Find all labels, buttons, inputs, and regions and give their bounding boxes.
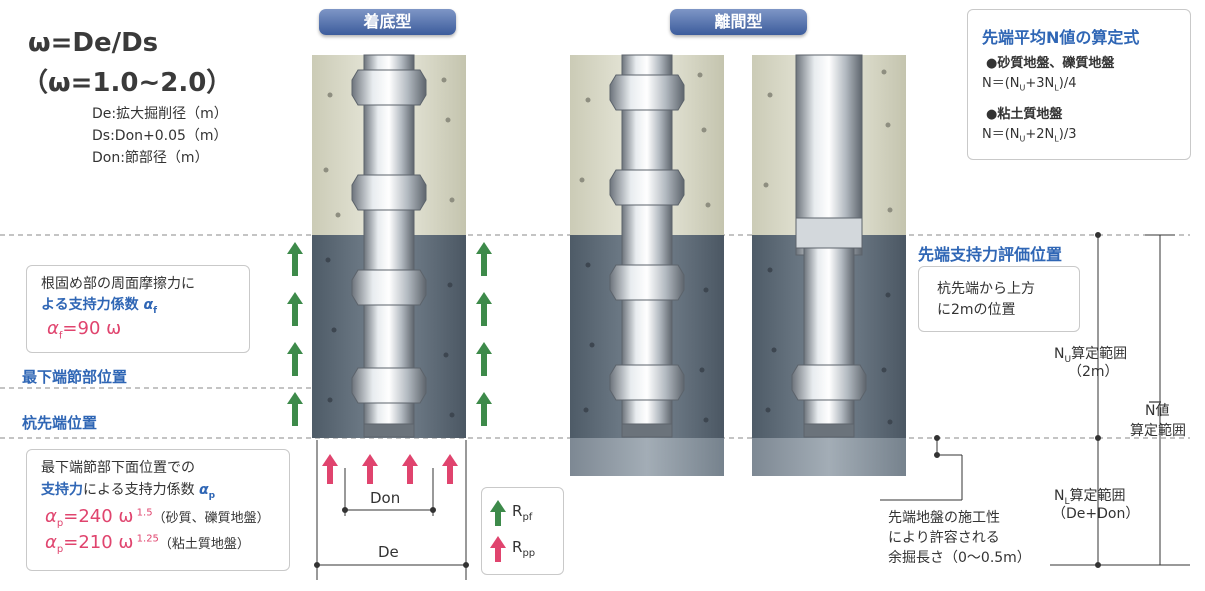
type-gap-label: 離間型 [670,9,807,35]
friction-formula-sub: f [58,330,63,342]
column-bottom-type [312,54,466,438]
dimension-lines [314,440,469,580]
range-lines [1050,232,1190,568]
overdig-line3: 余掘長さ（0〜0.5m） [888,550,1031,566]
nu-range-label: NU算定範囲 [1054,343,1127,365]
legend-rpf: Rpf [512,502,532,523]
column-gap-type-right [752,54,906,476]
de-label: De [378,543,399,561]
type-bottom-label: 着底型 [319,9,456,35]
overdig-line1: 先端地盤の施工性 [888,510,1000,526]
f2-alpha: α [45,532,57,553]
clay-u: U [1019,134,1026,144]
sand-label: ●砂質地盤、礫質地盤 [986,56,1115,71]
legend-green-arrow-icon [490,500,506,526]
f1-sub: p [56,518,64,530]
legend-rpf-r: R [512,502,523,520]
sand-formula: N＝(NU+3NL)/4 [982,74,1076,99]
legend-box: Rpf Rpp [481,487,564,575]
column-gap-type-left [570,54,724,476]
evaluation-line1: 杭先端から上方 [937,281,1035,297]
bearing-coefficient-box: 最下端節部下面位置での 支持力による支持力係数 αp αp=240 ω 1.5（… [26,449,290,571]
clay-formula: N＝(NU+2NL)/3 [982,125,1076,150]
bearing-line2-a: 支持力 [41,482,83,498]
n-value-title: 先端平均N値の算定式 [982,28,1140,47]
formula-omega-range: （ω=1.0~2.0） [22,68,233,98]
friction-formula-rest: =90 ω [62,318,122,339]
tip-evaluation-label: 先端支持力評価位置 [918,245,1063,264]
evaluation-position-box: 杭先端から上方 に2mの位置 [918,266,1080,332]
friction-coefficient-box: 根固め部の周面摩擦力に よる支持力係数 αf αf=90 ω [26,265,250,353]
clay-f3: )/3 [1058,127,1077,142]
sand-f2: +3N [1025,76,1055,91]
clay-label: ●粘土質地盤 [986,107,1063,122]
nu-range-value: （2m） [1068,364,1119,380]
nl-range-label: NL算定範囲 [1054,485,1126,507]
f1-exp: 1.5 [133,507,153,519]
definition-ds: Ds:Don+0.05（m） [92,128,228,144]
definition-don: Don:節部径（m） [92,150,209,166]
nl-b: 算定範囲 [1069,488,1126,504]
legend-rpp: Rpp [512,538,535,559]
sand-u: U [1019,83,1026,93]
nl-range-value: （De+Don） [1052,506,1140,522]
f1-note: （砂質、礫質地盤） [152,511,270,526]
sand-l: L [1054,83,1059,93]
nbar-a: N [1145,403,1156,419]
clay-l: L [1054,134,1059,144]
friction-line1: 根固め部の周面摩擦力に [41,276,195,292]
f1-alpha: α [45,506,57,527]
friction-alpha-sub: f [153,305,158,316]
friction-formula-alpha: α [47,318,59,339]
formula-omega: ω=De/Ds [28,28,159,58]
evaluation-line2: に2mの位置 [937,302,1016,318]
nu-sub: U [1064,354,1072,365]
friction-line2-text: よる支持力係数 [41,297,144,313]
clay-f2: +2N [1025,127,1055,142]
f2-sub: p [56,544,64,556]
clay-f1: N＝(N [982,127,1020,142]
pile-gap-type-left [609,54,685,438]
n-value-formula-box: 先端平均N値の算定式 ●砂質地盤、礫質地盤 N＝(NU+3NL)/4 ●粘土質地… [967,9,1191,160]
bearing-formula-sand: αp=240 ω 1.5（砂質、礫質地盤） [45,506,270,529]
sand-f3: )/4 [1058,76,1077,91]
friction-formula: αf=90 ω [47,318,121,342]
friction-line2: よる支持力係数 αf [41,295,157,321]
nu-a: N [1054,346,1065,362]
nl-sub: L [1064,496,1070,507]
nl-a: N [1054,488,1065,504]
sand-f1: N＝(N [982,76,1020,91]
nbar-label: N値 [1145,400,1169,420]
legend-rpp-sub: pp [522,548,536,559]
nbar-range-label: 算定範囲 [1130,423,1186,439]
bearing-formula-clay: αp=210 ω 1.25（粘土質地盤） [45,532,250,555]
pink-arrows [322,454,458,484]
pile-bottom-type [351,54,427,438]
definition-de: De:拡大掘削径（m） [92,106,228,122]
nbar-b: 値 [1155,403,1170,419]
pile-gap-type-right [791,54,867,438]
bearing-line2: 支持力による支持力係数 αp [41,480,215,506]
f2-exp: 1.25 [133,533,159,545]
f1-main: =240 ω [63,506,134,527]
bearing-alpha: α [199,482,209,498]
nu-b: 算定範囲 [1071,346,1128,362]
f2-main: =210 ω [63,532,134,553]
pile-tip-position-label: 杭先端位置 [22,414,98,432]
bearing-line1: 最下端節部下面位置での [41,460,195,476]
f2-note: （粘土質地盤） [158,537,250,552]
overdig-line2: により許容される [888,530,1000,546]
legend-rpp-r: R [512,538,523,556]
legend-rpf-sub: pf [522,512,533,523]
don-label: Don [370,489,401,507]
bearing-alpha-sub: p [208,490,216,501]
friction-alpha: α [143,297,154,313]
legend-pink-arrow-icon [490,536,506,562]
lowest-node-position-label: 最下端節部位置 [22,368,128,386]
overdig-bracket [880,435,963,501]
green-arrows [287,242,492,426]
bearing-line2-b: による支持力係数 [83,482,200,498]
